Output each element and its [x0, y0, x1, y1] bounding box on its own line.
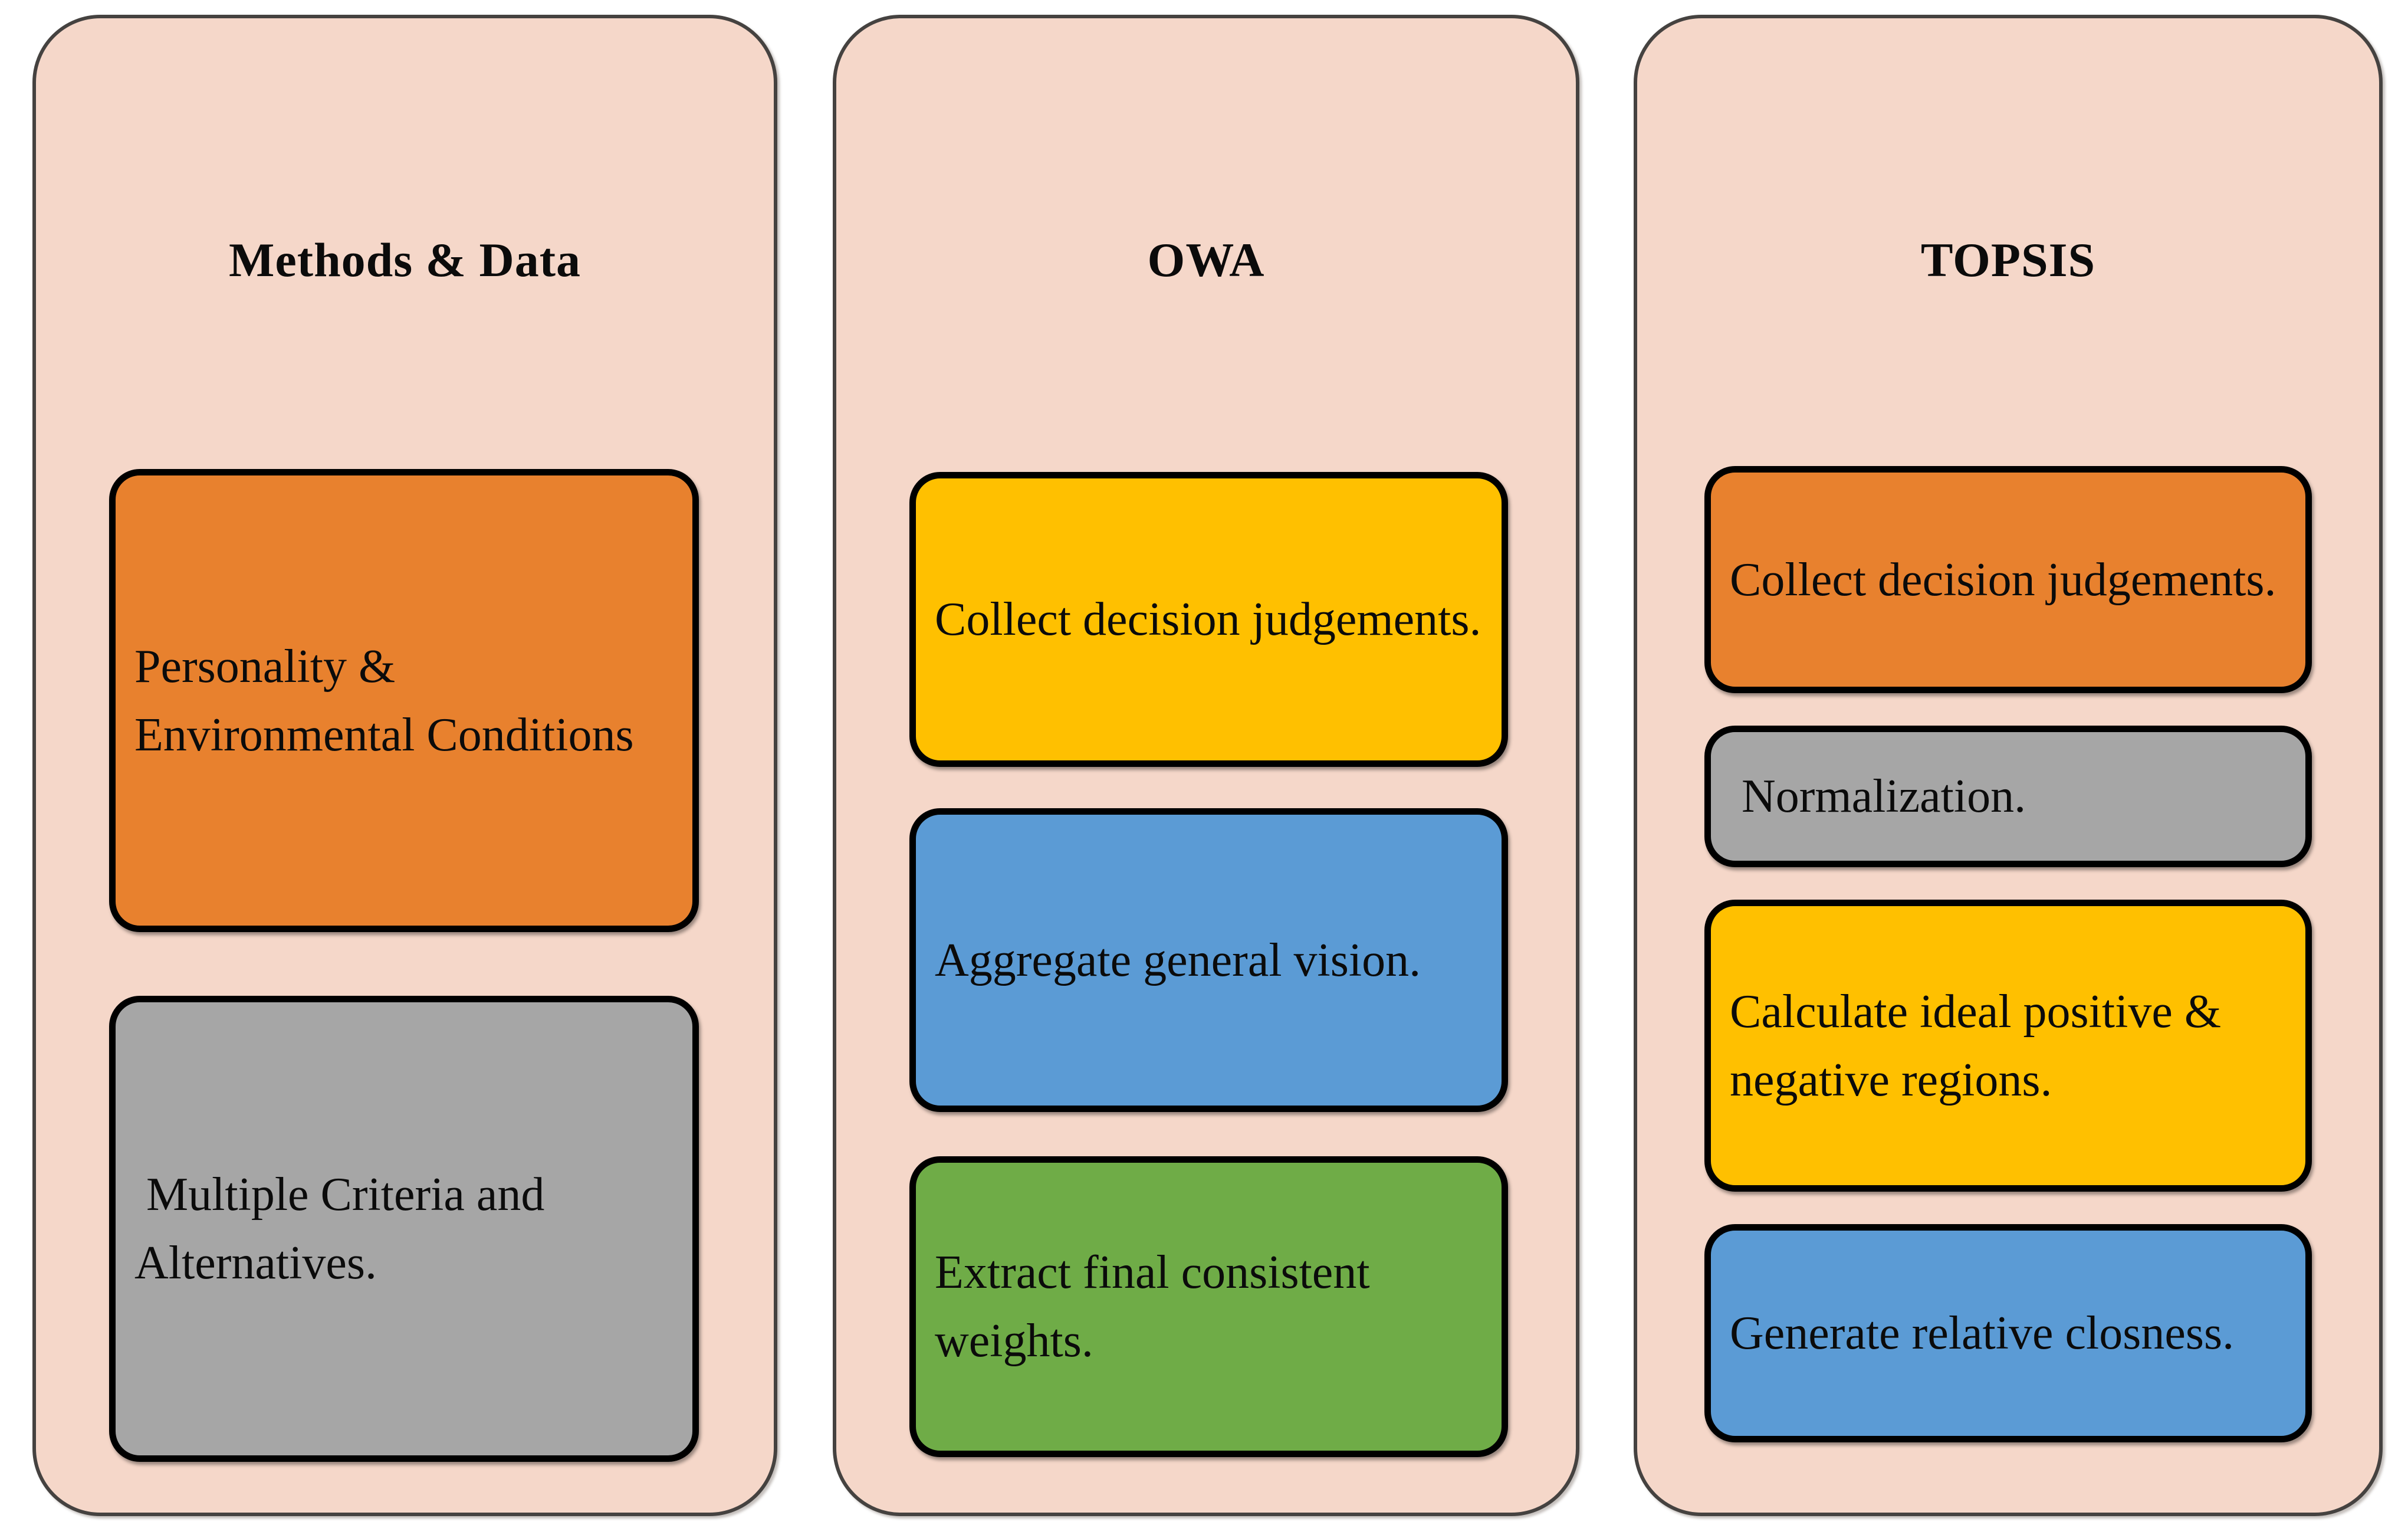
box-multiple-criteria-alternatives-label: Multiple Criteria and Alternatives.: [134, 1169, 545, 1289]
box-topsis-relative-closeness: Generate relative closness.: [1704, 1224, 2312, 1442]
box-personality-environmental: Personality & Environmental Conditions: [109, 469, 699, 932]
box-owa-aggregate-vision: Aggregate general vision.: [909, 808, 1508, 1112]
box-owa-extract-weights-label: Extract final consistent weights.: [935, 1247, 1370, 1367]
panel-owa: OWA Collect decision judgements. Aggrega…: [833, 15, 1579, 1516]
box-topsis-normalization: Normalization.: [1704, 726, 2312, 867]
box-multiple-criteria-alternatives: Multiple Criteria and Alternatives.: [109, 996, 699, 1462]
box-owa-extract-weights: Extract final consistent weights.: [909, 1156, 1508, 1457]
title-owa: OWA: [1147, 233, 1265, 287]
box-personality-environmental-label: Personality & Environmental Conditions: [134, 640, 634, 761]
box-topsis-relative-closeness-label: Generate relative closness.: [1730, 1307, 2235, 1359]
title-topsis: TOPSIS: [1920, 233, 2096, 287]
panel-topsis: TOPSIS Collect decision judgements. Norm…: [1634, 15, 2383, 1516]
box-owa-collect-judgements: Collect decision judgements.: [909, 472, 1508, 767]
box-topsis-collect-judgements-label: Collect decision judgements.: [1730, 553, 2276, 606]
box-topsis-ideal-regions-label: Calculate ideal positive & negative regi…: [1730, 985, 2222, 1106]
panel-methods-data: Methods & Data Personality & Environment…: [32, 15, 777, 1516]
box-topsis-collect-judgements: Collect decision judgements.: [1704, 466, 2312, 693]
title-methods-data: Methods & Data: [228, 233, 582, 287]
box-topsis-ideal-regions: Calculate ideal positive & negative regi…: [1704, 900, 2312, 1192]
box-owa-aggregate-vision-label: Aggregate general vision.: [935, 934, 1421, 986]
box-topsis-normalization-label: Normalization.: [1730, 770, 2026, 822]
box-owa-collect-judgements-label: Collect decision judgements.: [935, 593, 1481, 645]
